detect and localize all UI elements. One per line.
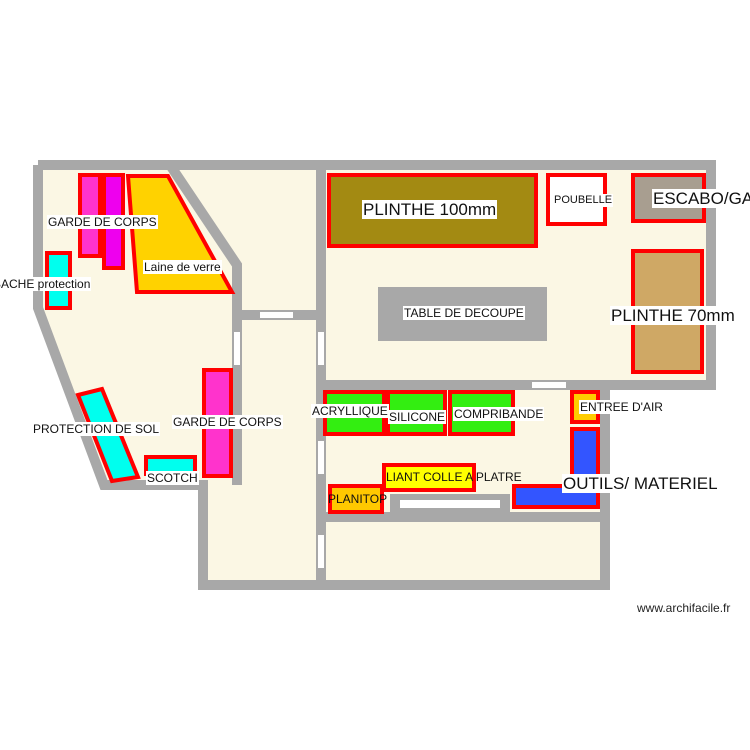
item-planitop[interactable] (328, 484, 384, 514)
label-silicone: SILICONE (388, 410, 447, 424)
door (234, 332, 240, 365)
label-outils-materiel: OUTILS/ MATERIEL (562, 474, 719, 493)
diagonal-wall (165, 162, 242, 485)
outer-wall (33, 160, 716, 590)
label-plinthe-100: PLINTHE 100mm (362, 200, 498, 219)
door (318, 441, 324, 474)
item-liant-colle-platre[interactable] (382, 463, 476, 492)
doors (234, 312, 566, 568)
door (532, 382, 566, 388)
label-garde-corps-2: GARDE DE CORPS (172, 415, 283, 429)
watermark: www.archifacile.fr (637, 601, 731, 615)
door (318, 332, 324, 365)
label-scotch: SCOTCH (146, 471, 199, 485)
label-plinthe-70: PLINTHE 70mm (610, 306, 736, 325)
label-acryllique: ACRYLLIQUE (311, 404, 389, 418)
label-protection-de-sol: PROTECTION DE SOL (32, 422, 161, 436)
label-garde-corps-1: GARDE DE CORPS (47, 215, 158, 229)
label-laine-de-verre: Laine de verre (143, 260, 222, 274)
label-poubelle: POUBELLE (553, 194, 614, 207)
label-entree-air: ENTREE D'AIR (579, 400, 664, 414)
label-planitop: PLANITOP (328, 492, 388, 506)
label-bache-protection: BACHE protection (0, 277, 92, 291)
label-liant-colle-platre: LIANT COLLE A PLATRE (386, 470, 522, 484)
door (318, 535, 324, 568)
label-compribande: COMPRIBANDE (453, 407, 545, 421)
door (260, 312, 293, 318)
counter-top (400, 500, 500, 508)
label-table-decoupe: TABLE DE DECOUPE (403, 306, 525, 320)
label-escabo: ESCABO/GA (652, 189, 750, 208)
